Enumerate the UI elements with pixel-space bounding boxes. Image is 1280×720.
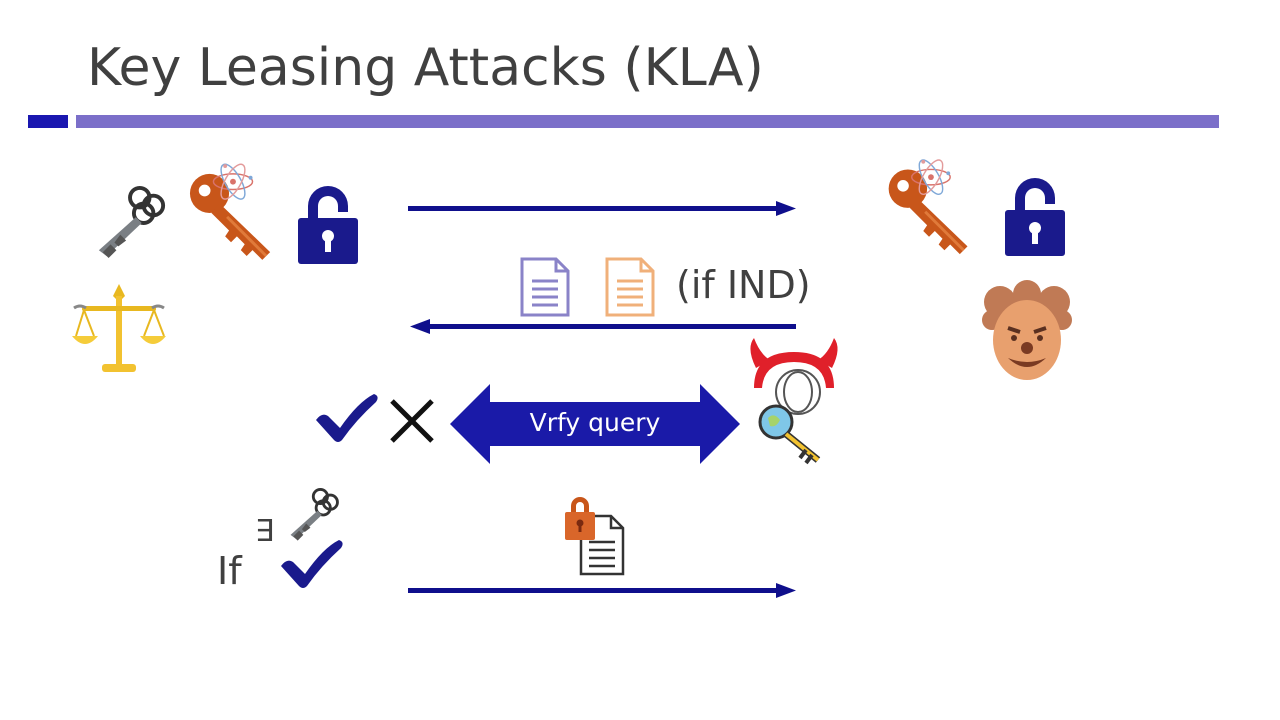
arrow-to-adversary [408,201,796,216]
cross-mark-icon [390,399,434,443]
document-icon [520,257,570,317]
title-bar-accent [28,115,68,128]
small-classical-key-icon [289,487,339,543]
quantum-key-icon [188,160,272,262]
adversary-quantum-key-icon [887,155,969,256]
slide-title: Key Leasing Attacks (KLA) [87,38,764,98]
check-mark-icon-small [281,540,343,588]
if-label: If [217,549,242,593]
padlock-icon [298,186,358,264]
check-mark-icon [316,394,378,442]
title-bar [76,115,1219,128]
classical-key-icon [96,186,166,261]
vrfy-query-arrow [450,384,740,464]
document-icon-orange [605,257,655,317]
arrow-from-adversary [410,319,796,334]
devil-adversary-icon [750,338,838,465]
exists-symbol: ∃ [255,514,274,549]
locked-document-icon [565,497,625,576]
adversary-padlock-icon [1005,178,1065,256]
clown-adversary-icon [982,280,1072,380]
arrow-to-adversary-final [408,583,796,598]
vrfy-query-label: Vrfy query [529,408,661,437]
if-ind-label: (if IND) [676,263,811,307]
scales-of-justice-icon [72,284,166,372]
